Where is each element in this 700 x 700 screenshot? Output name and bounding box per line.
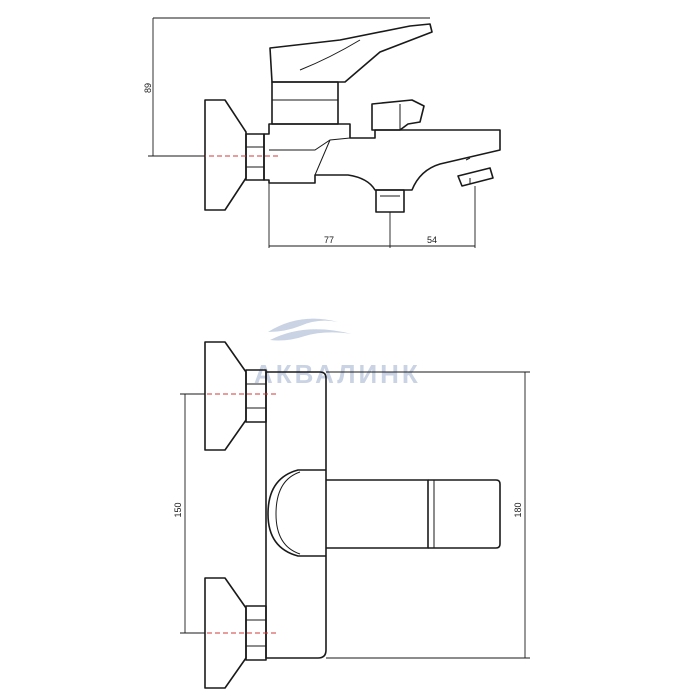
dim-inlet-150-label: 150 <box>173 502 183 517</box>
side-hex-nut <box>245 133 265 181</box>
watermark-text: АКВАЛИНК <box>254 359 421 389</box>
dim-total-180-label: 180 <box>513 502 523 517</box>
front-handle-round <box>267 469 326 557</box>
side-wall-flange <box>204 99 247 211</box>
side-body <box>263 123 501 191</box>
side-cartridge <box>271 81 339 125</box>
front-view: 150 180 <box>173 341 530 689</box>
side-shower-outlet <box>375 189 405 213</box>
dim-height-89: 89 <box>143 17 430 157</box>
side-view: 89 77 54 <box>143 17 501 248</box>
front-handle-arm <box>326 479 429 549</box>
dim-right-54-label: 54 <box>427 235 437 245</box>
watermark-wave-logo <box>268 318 352 341</box>
watermark: АКВАЛИНК <box>254 318 421 389</box>
dim-total-180: 180 <box>326 371 530 659</box>
dim-inlet-150: 150 <box>173 393 205 634</box>
front-body <box>265 371 327 659</box>
dim-horizontal: 77 54 <box>268 183 476 248</box>
side-diverter-knob <box>371 99 425 131</box>
side-aerator <box>457 167 494 187</box>
front-upper-flange <box>204 341 247 451</box>
front-handle-tip <box>428 479 501 549</box>
dim-left-77-label: 77 <box>324 235 334 245</box>
dim-height-89-label: 89 <box>143 83 153 93</box>
front-lower-nut <box>245 605 267 661</box>
side-lever-handle <box>269 23 433 83</box>
